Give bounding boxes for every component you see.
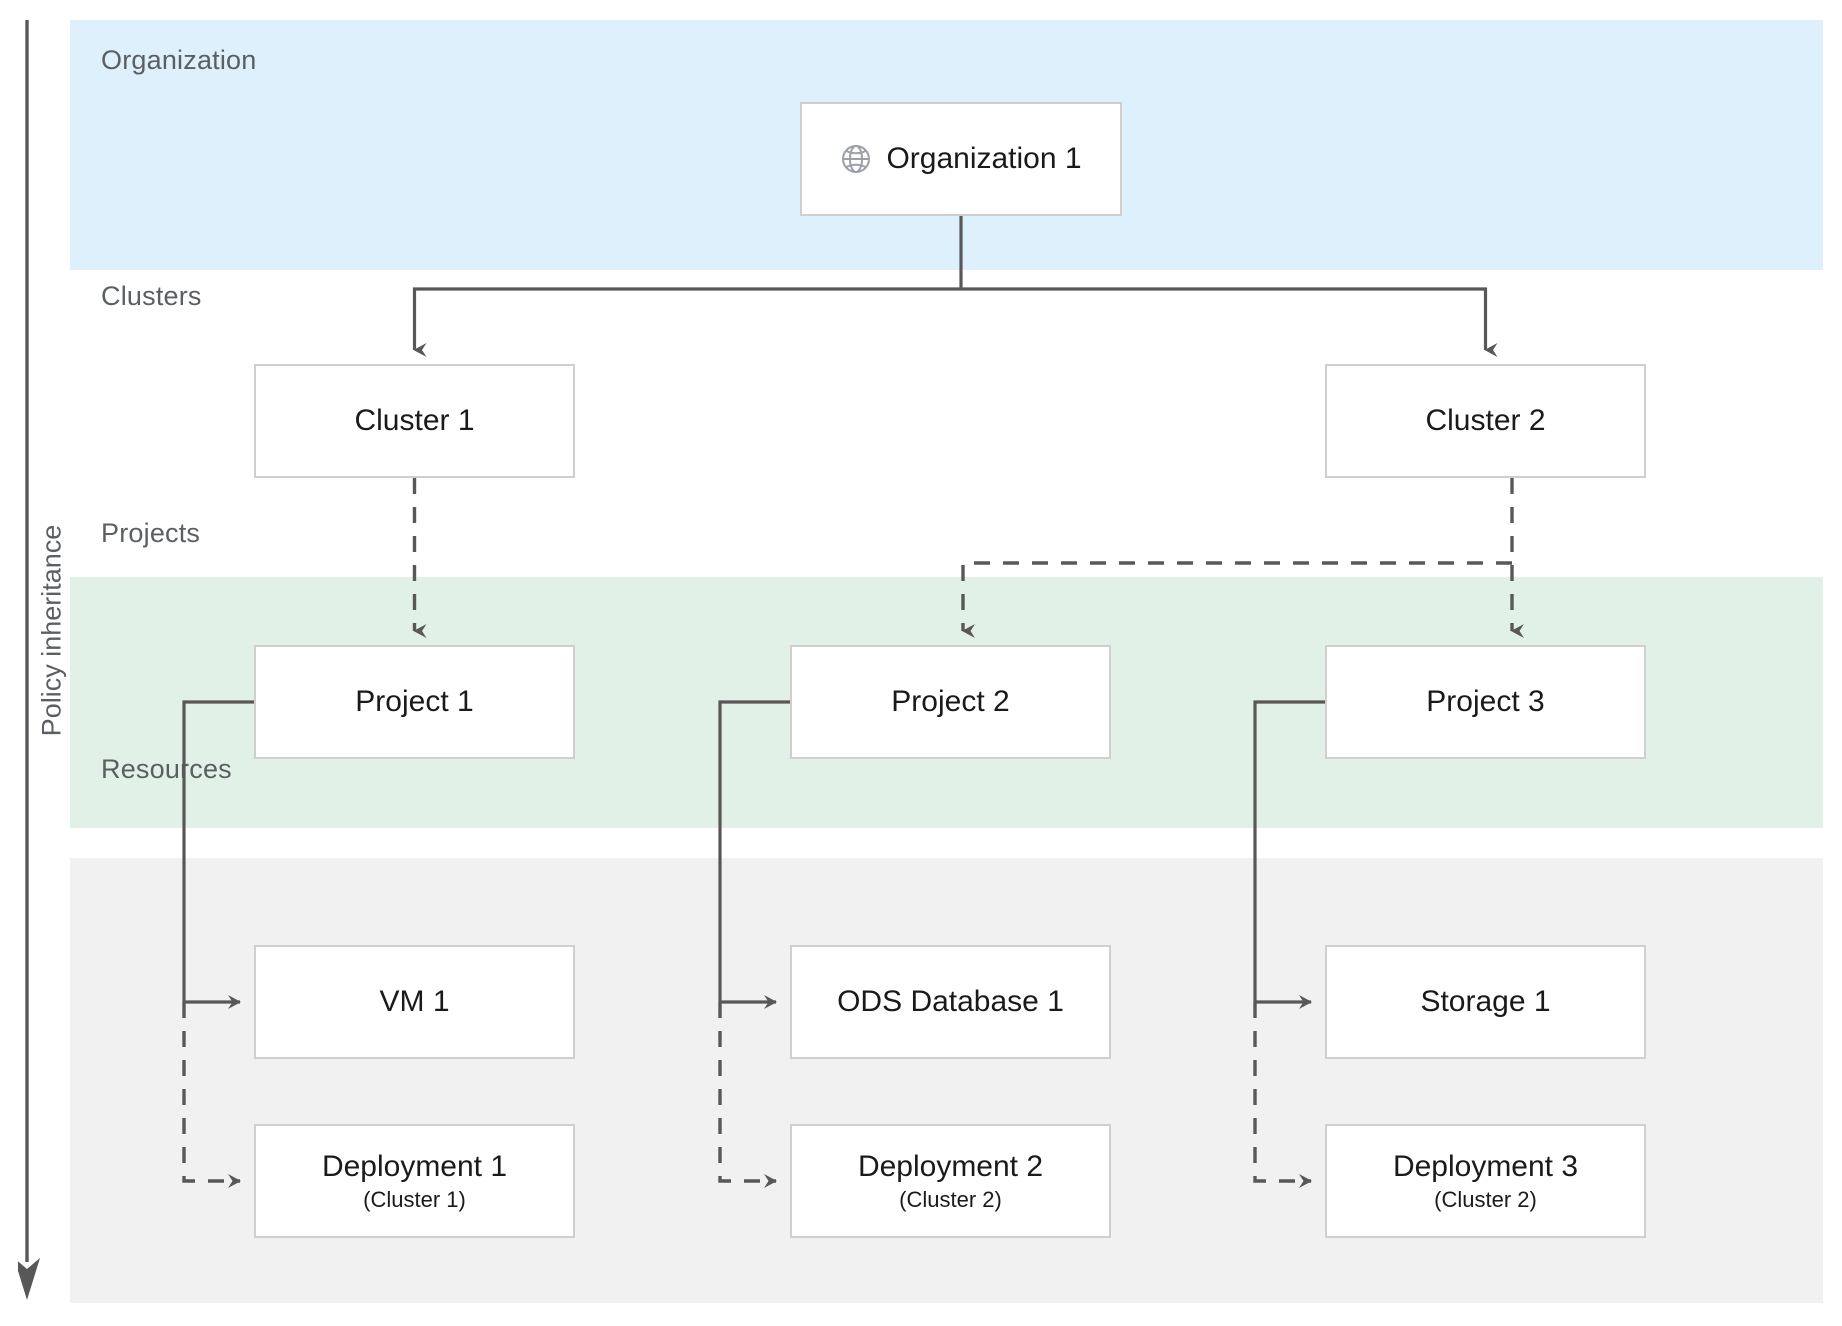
node-label: Project 1 bbox=[355, 685, 474, 719]
node-label: Deployment 1 bbox=[321, 1150, 508, 1184]
band-label-projects: Projects bbox=[101, 518, 201, 548]
node-deployment-3[interactable]: Deployment 3 (Cluster 2) bbox=[1325, 1124, 1646, 1238]
node-deployment-1[interactable]: Deployment 1 (Cluster 1) bbox=[254, 1124, 575, 1238]
node-project-2[interactable]: Project 2 bbox=[790, 645, 1111, 759]
node-label: Project 3 bbox=[1426, 685, 1545, 719]
band-label-organization: Organization bbox=[101, 45, 257, 75]
policy-inheritance-axis: Policy inheritance bbox=[14, 20, 67, 1304]
node-label: ODS Database 1 bbox=[837, 985, 1064, 1019]
node-project-1[interactable]: Project 1 bbox=[254, 645, 575, 759]
node-label: Project 2 bbox=[891, 685, 1010, 719]
node-label: Deployment 2 bbox=[857, 1150, 1044, 1184]
policy-inheritance-label: Policy inheritance bbox=[36, 524, 67, 737]
band-label-resources: Resources bbox=[101, 754, 232, 784]
node-vm-1[interactable]: VM 1 bbox=[254, 945, 575, 1059]
node-project-3[interactable]: Project 3 bbox=[1325, 645, 1646, 759]
node-sublabel: (Cluster 2) bbox=[899, 1186, 1002, 1212]
node-label: VM 1 bbox=[379, 985, 450, 1019]
node-sublabel: (Cluster 2) bbox=[1434, 1186, 1537, 1212]
node-label: Storage 1 bbox=[1420, 985, 1551, 1019]
node-cluster-1[interactable]: Cluster 1 bbox=[254, 364, 575, 478]
node-label: Deployment 3 bbox=[1392, 1150, 1579, 1184]
node-cluster-2[interactable]: Cluster 2 bbox=[1325, 364, 1646, 478]
down-arrow-icon bbox=[14, 20, 40, 1300]
node-label: Organization 1 bbox=[886, 142, 1082, 176]
node-storage-1[interactable]: Storage 1 bbox=[1325, 945, 1646, 1059]
node-label: Cluster 2 bbox=[1425, 404, 1546, 438]
node-organization-1[interactable]: Organization 1 bbox=[800, 102, 1122, 216]
globe-icon bbox=[840, 143, 872, 175]
node-deployment-2[interactable]: Deployment 2 (Cluster 2) bbox=[790, 1124, 1111, 1238]
edge-org-to-cluster-1 bbox=[412, 287, 961, 357]
edge-org-to-cluster-2 bbox=[961, 287, 1498, 357]
band-label-clusters: Clusters bbox=[101, 281, 202, 311]
node-sublabel: (Cluster 1) bbox=[363, 1186, 466, 1212]
node-label: Cluster 1 bbox=[354, 404, 475, 438]
node-ods-database-1[interactable]: ODS Database 1 bbox=[790, 945, 1111, 1059]
